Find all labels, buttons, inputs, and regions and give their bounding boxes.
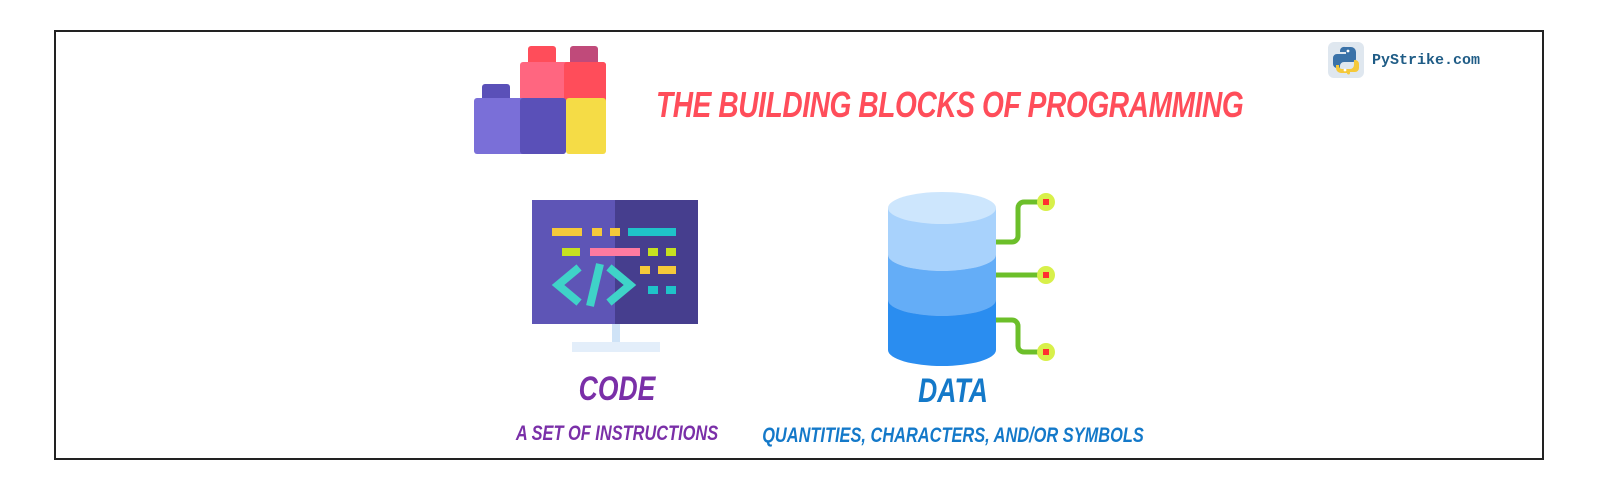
page-title: THE BUILDING BLOCKS OF PROGRAMMING	[656, 84, 1244, 125]
code-title: CODE	[578, 370, 656, 408]
brand[interactable]: PyStrike.com	[1328, 42, 1480, 78]
code-monitor-icon	[532, 200, 698, 352]
data-subtitle: QUANTITIES, CHARACTERS, AND/OR SYMBOLS	[762, 424, 1144, 447]
diagram-frame: THE BUILDING BLOCKS OF PROGRAMMING PyStr…	[54, 30, 1544, 460]
building-blocks-icon	[474, 46, 606, 154]
database-icon	[888, 192, 1055, 366]
python-logo-icon	[1328, 42, 1364, 78]
data-title: DATA	[918, 372, 988, 410]
brand-name: PyStrike.com	[1372, 51, 1481, 69]
code-subtitle: A SET OF INSTRUCTIONS	[515, 422, 719, 445]
